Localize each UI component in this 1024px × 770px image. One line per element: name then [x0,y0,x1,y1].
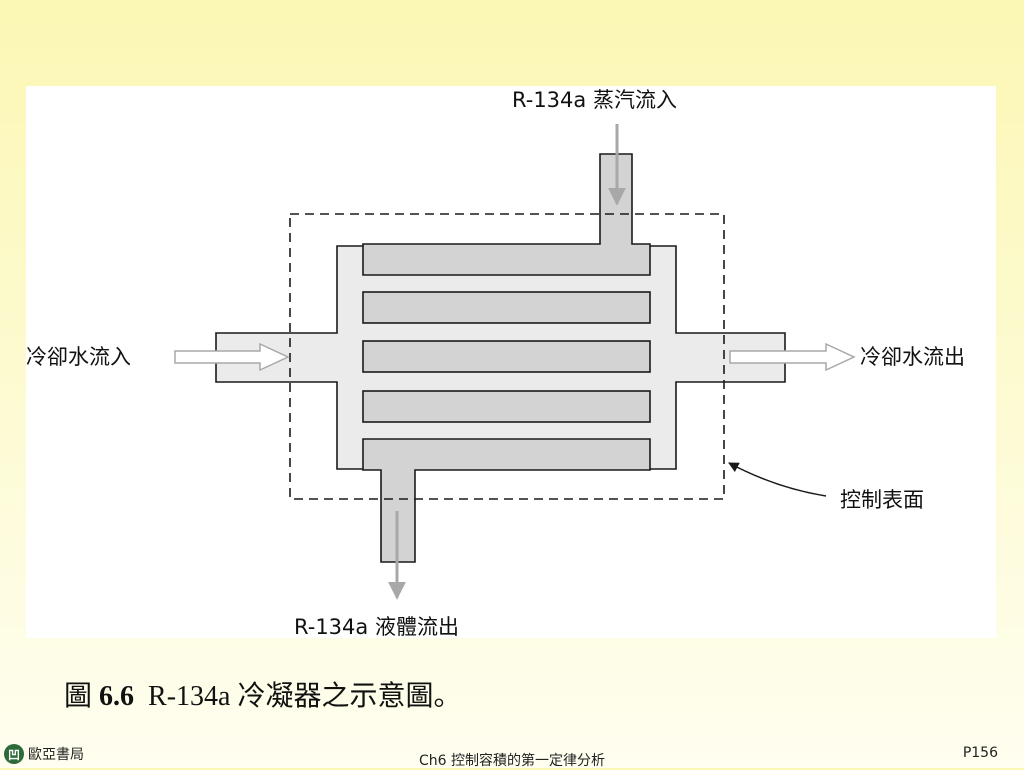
caption-text: R-134a 冷凝器之示意圖。 [148,681,462,712]
condenser-diagram: R-134a 蒸汽流入 R-134a 液體流出 冷卻水流入 冷卻水流出 控制表面 [26,86,996,638]
caption-number: 6.6 [99,681,135,712]
publisher-name: 歐亞書局 [28,747,84,763]
vapor-inlet-label: R-134a 蒸汽流入 [512,88,677,112]
liquid-outlet-label: R-134a 液體流出 [294,615,459,639]
refrigerant-tube-bottom [362,438,651,563]
control-surface-leader [728,462,827,497]
water-inlet-label: 冷卻水流入 [26,345,131,369]
refrigerant-tube-3 [362,340,651,373]
refrigerant-tube-2 [362,291,651,324]
water-outlet-label: 冷卻水流出 [860,345,965,369]
condenser-schematic [174,124,856,600]
chapter-title: Ch6 控制容積的第一定律分析 [418,753,605,769]
publisher-logo: 凹 [4,744,24,764]
caption-prefix: 圖 [64,681,93,712]
page-number: P156 [962,745,998,761]
publisher-block: 凹 歐亞書局 [4,744,84,764]
figure-caption: 圖 6.6 R-134a 冷凝器之示意圖。 [64,674,461,714]
control-surface-label: 控制表面 [840,488,924,512]
refrigerant-tube-4 [362,390,651,423]
water-outflow-arrow [729,342,856,372]
control-surface-boundary [289,213,725,500]
water-inflow-arrow [174,342,290,372]
refrigerant-tube-top [362,153,651,276]
